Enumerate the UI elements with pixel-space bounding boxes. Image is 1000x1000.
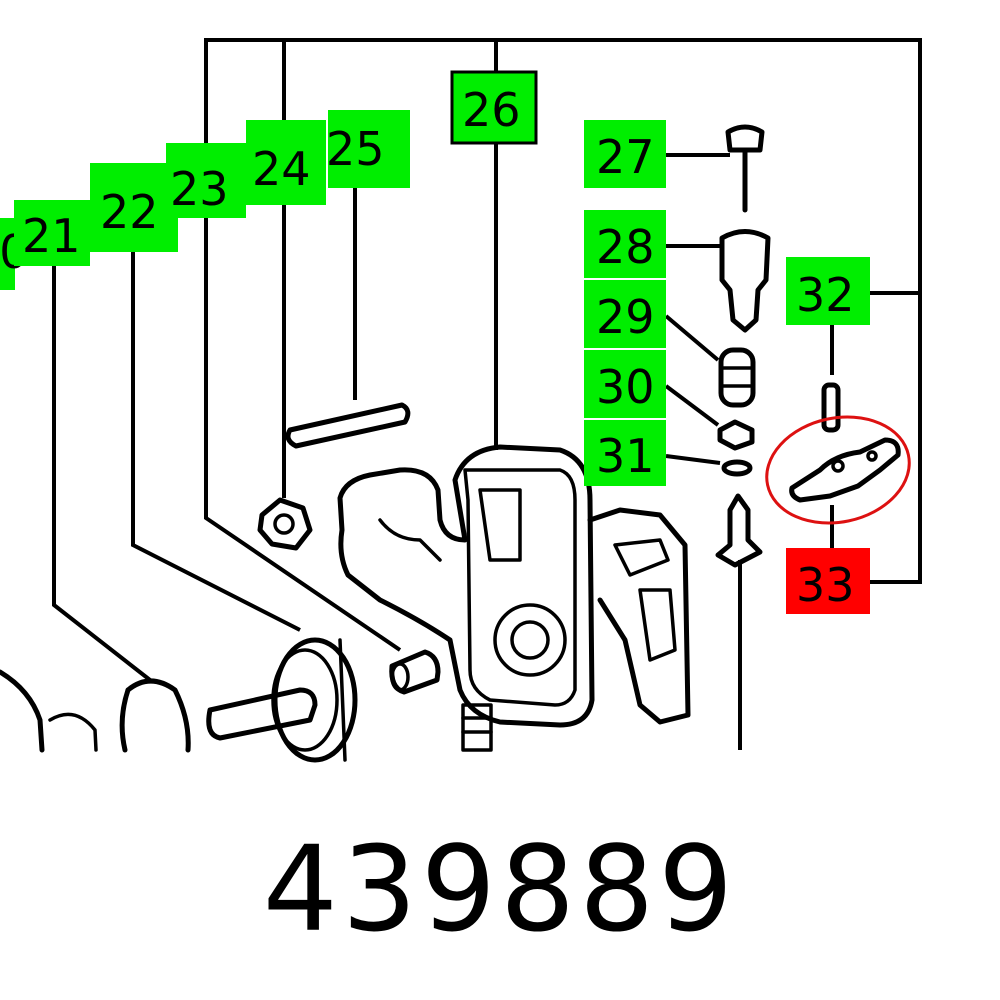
- callout-text: 33: [796, 558, 855, 612]
- callout-label-23: 23: [166, 143, 246, 218]
- callout-text: 32: [796, 268, 855, 322]
- callout-label-30: 30: [584, 350, 666, 418]
- callout-text: 24: [252, 142, 311, 196]
- callout-text: 22: [100, 185, 159, 239]
- callout-text: 29: [596, 290, 655, 344]
- callout-box: [0, 218, 15, 290]
- callout-text: 31: [596, 429, 655, 483]
- callout-text: 27: [596, 130, 655, 184]
- spring-part: [461, 703, 493, 752]
- sleeve-part: [389, 649, 441, 695]
- callout-label-26: 26: [450, 70, 538, 145]
- lever-part: [789, 437, 901, 503]
- callout-box: [90, 163, 178, 252]
- callout-box: [584, 210, 666, 278]
- oring-part: [721, 459, 753, 477]
- callout-label-22: 22: [90, 163, 178, 252]
- callout-text: 23: [170, 162, 229, 216]
- callout-box: [584, 120, 666, 188]
- callout-label-33: 33: [786, 548, 870, 614]
- callout-label-21: 21: [14, 200, 90, 266]
- callout-text: 21: [22, 209, 81, 263]
- callout-text: 25: [326, 122, 385, 176]
- nut-part: [257, 497, 313, 551]
- partial-part-left: [0, 669, 98, 753]
- washer-part: [717, 419, 755, 451]
- callout-box: [328, 110, 410, 188]
- callout-box: [786, 257, 870, 325]
- callout-box: [584, 350, 666, 418]
- callout-box: [166, 143, 246, 218]
- bolt-part: [715, 493, 763, 568]
- callout-label-24: 24: [246, 120, 326, 205]
- callout-box: [246, 120, 326, 205]
- ring-part: [119, 678, 191, 753]
- spring-small-part: [718, 347, 756, 408]
- pin-part: [285, 402, 411, 449]
- gear-part: [206, 637, 358, 763]
- callout-label-31: 31: [584, 420, 666, 486]
- callout-label-29: 29: [584, 280, 666, 348]
- callout-label-32: 32: [786, 257, 870, 325]
- callout-text: 26: [462, 83, 521, 137]
- screw-part: [725, 124, 765, 213]
- callout-box: [584, 420, 666, 486]
- callout-text: 28: [596, 220, 655, 274]
- leader-lines: [52, 38, 922, 750]
- callout-label-28: 28: [584, 210, 666, 278]
- callout-box: [14, 200, 90, 266]
- callout-box: [450, 70, 538, 145]
- small-pin-part: [821, 382, 841, 433]
- highlight-ring: [765, 415, 911, 525]
- part-number: 439889: [262, 820, 738, 958]
- callout-text: 30: [596, 360, 655, 414]
- callout-label-27: 27: [584, 120, 666, 188]
- callout-box: [786, 548, 870, 614]
- callout-label-25: 25: [326, 110, 410, 188]
- knob-part: [719, 229, 771, 333]
- callout-box: [584, 280, 666, 348]
